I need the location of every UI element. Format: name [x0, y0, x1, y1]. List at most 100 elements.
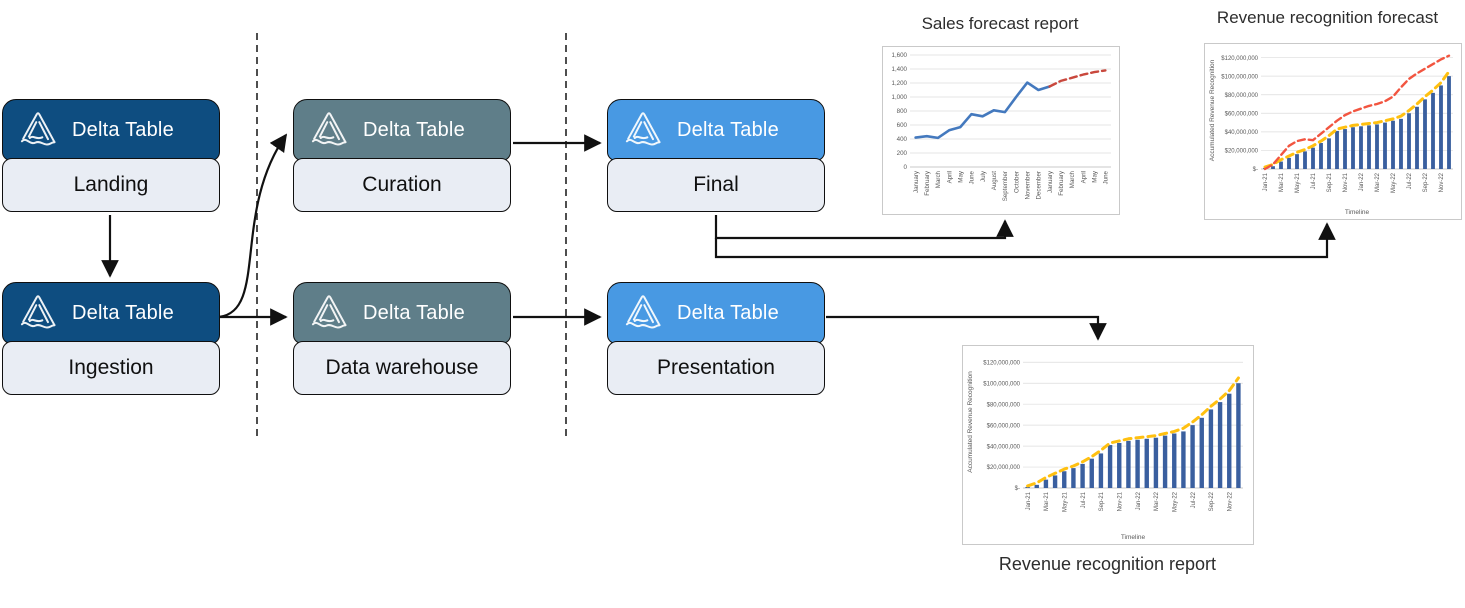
svg-text:Jul-22: Jul-22 [1191, 491, 1197, 508]
svg-text:$40,000,000: $40,000,000 [987, 444, 1021, 450]
node-header-label: Delta Table [677, 301, 779, 324]
node-final-label: Final [607, 158, 825, 212]
svg-text:1,600: 1,600 [892, 52, 908, 59]
revenue-report-chart-title: Revenue recognition report [998, 554, 1217, 574]
svg-text:$120,000,000: $120,000,000 [983, 360, 1020, 366]
sales-forecast-chart-title: Sales forecast report [921, 14, 1079, 33]
svg-text:0: 0 [904, 164, 908, 171]
svg-text:May-22: May-22 [1172, 491, 1178, 512]
node-header-label: Delta Table [363, 118, 465, 141]
svg-text:Timeline: Timeline [1121, 534, 1146, 541]
svg-text:$100,000,000: $100,000,000 [983, 381, 1020, 387]
revenue-report-chart: $-$20,000,000$40,000,000$60,000,000$80,0… [962, 345, 1254, 545]
svg-text:Jan-22: Jan-22 [1136, 491, 1142, 510]
arrow-ingestion-to-curation [218, 133, 288, 319]
svg-text:Jan-21: Jan-21 [1263, 172, 1269, 191]
node-data-warehouse-label: Data warehouse [293, 341, 511, 395]
svg-text:October: October [1013, 171, 1020, 193]
node-landing: Delta Table Landing [2, 99, 220, 212]
svg-text:Timeline: Timeline [1345, 209, 1370, 216]
svg-text:$-: $- [1015, 486, 1020, 492]
svg-text:$100,000,000: $100,000,000 [1221, 74, 1258, 80]
arrow-final-to-sales-report [714, 215, 1014, 240]
svg-text:$-: $- [1253, 167, 1258, 173]
svg-text:November: November [1024, 171, 1031, 200]
svg-text:May: May [1091, 170, 1098, 183]
svg-text:$80,000,000: $80,000,000 [987, 402, 1021, 408]
svg-text:1,000: 1,000 [892, 94, 908, 101]
svg-text:Jan-22: Jan-22 [1359, 172, 1365, 191]
svg-text:July: July [980, 170, 987, 182]
svg-text:$120,000,000: $120,000,000 [1221, 56, 1258, 62]
node-curation-header: Delta Table [293, 99, 511, 161]
node-landing-header: Delta Table [2, 99, 220, 161]
svg-text:March: March [935, 170, 942, 188]
svg-text:Accumulated Revenue Recognitio: Accumulated Revenue Recognition [967, 371, 974, 473]
svg-text:December: December [1036, 171, 1043, 200]
node-ingestion-header: Delta Table [2, 282, 220, 344]
svg-text:Mar-21: Mar-21 [1279, 172, 1285, 192]
svg-text:600: 600 [897, 122, 908, 129]
svg-text:May: May [958, 170, 965, 183]
svg-text:August: August [991, 171, 998, 191]
svg-text:September: September [1002, 171, 1009, 201]
node-header-label: Delta Table [677, 118, 779, 141]
svg-text:$40,000,000: $40,000,000 [1225, 130, 1259, 136]
svg-text:Jul-21: Jul-21 [1311, 172, 1317, 189]
revenue-forecast-chart: $-$20,000,000$40,000,000$60,000,000$80,0… [1204, 43, 1462, 220]
svg-text:May-21: May-21 [1063, 491, 1069, 512]
arrow-final-to-revenue-forecast [714, 222, 1336, 259]
svg-text:February: February [1058, 170, 1065, 196]
delta-lake-icon [620, 110, 666, 150]
svg-text:Jan-21: Jan-21 [1026, 491, 1032, 510]
svg-text:June: June [1103, 170, 1110, 184]
node-header-label: Delta Table [363, 301, 465, 324]
node-presentation: Delta Table Presentation [607, 282, 825, 395]
svg-text:June: June [969, 170, 976, 184]
svg-text:$20,000,000: $20,000,000 [987, 465, 1021, 471]
delta-lake-icon [306, 110, 352, 150]
svg-text:January: January [1047, 170, 1054, 193]
svg-text:200: 200 [897, 150, 908, 157]
node-final: Delta Table Final [607, 99, 825, 212]
svg-text:Accumulated Revenue Recognitio: Accumulated Revenue Recognition [1209, 59, 1216, 161]
svg-text:Mar-22: Mar-22 [1375, 172, 1381, 192]
svg-text:May-21: May-21 [1295, 172, 1301, 193]
svg-text:Sep-22: Sep-22 [1209, 491, 1215, 511]
svg-text:Sep-21: Sep-21 [1327, 172, 1333, 192]
svg-text:February: February [924, 170, 931, 196]
delta-lake-icon [306, 293, 352, 333]
svg-text:Mar-21: Mar-21 [1044, 491, 1050, 511]
svg-text:1,400: 1,400 [892, 66, 908, 73]
svg-text:Nov-21: Nov-21 [1117, 491, 1123, 511]
svg-text:$20,000,000: $20,000,000 [1225, 149, 1259, 155]
svg-text:April: April [1080, 171, 1087, 183]
node-presentation-header: Delta Table [607, 282, 825, 344]
svg-text:Sep-22: Sep-22 [1423, 172, 1429, 192]
node-presentation-label: Presentation [607, 341, 825, 395]
svg-text:Nov-21: Nov-21 [1343, 172, 1349, 192]
revenue-forecast-chart-title: Revenue recognition forecast [1216, 8, 1439, 27]
svg-text:Sep-21: Sep-21 [1099, 491, 1105, 511]
arrow-presentation-to-revenue-report [826, 315, 1107, 341]
svg-text:800: 800 [897, 108, 908, 115]
node-data-warehouse: Delta Table Data warehouse [293, 282, 511, 395]
node-header-label: Delta Table [72, 118, 174, 141]
svg-text:Nov-22: Nov-22 [1227, 491, 1233, 511]
svg-text:Jul-21: Jul-21 [1081, 491, 1087, 508]
svg-text:Mar-22: Mar-22 [1154, 491, 1160, 511]
svg-text:April: April [946, 171, 953, 183]
node-ingestion-label: Ingestion [2, 341, 220, 395]
delta-lake-icon [620, 293, 666, 333]
svg-text:1,200: 1,200 [892, 80, 908, 87]
delta-lake-icon [15, 293, 61, 333]
node-data-warehouse-header: Delta Table [293, 282, 511, 344]
node-curation: Delta Table Curation [293, 99, 511, 212]
svg-text:Nov-22: Nov-22 [1439, 172, 1445, 192]
node-header-label: Delta Table [72, 301, 174, 324]
svg-text:Jul-22: Jul-22 [1407, 172, 1413, 189]
node-landing-label: Landing [2, 158, 220, 212]
svg-text:400: 400 [897, 136, 908, 143]
